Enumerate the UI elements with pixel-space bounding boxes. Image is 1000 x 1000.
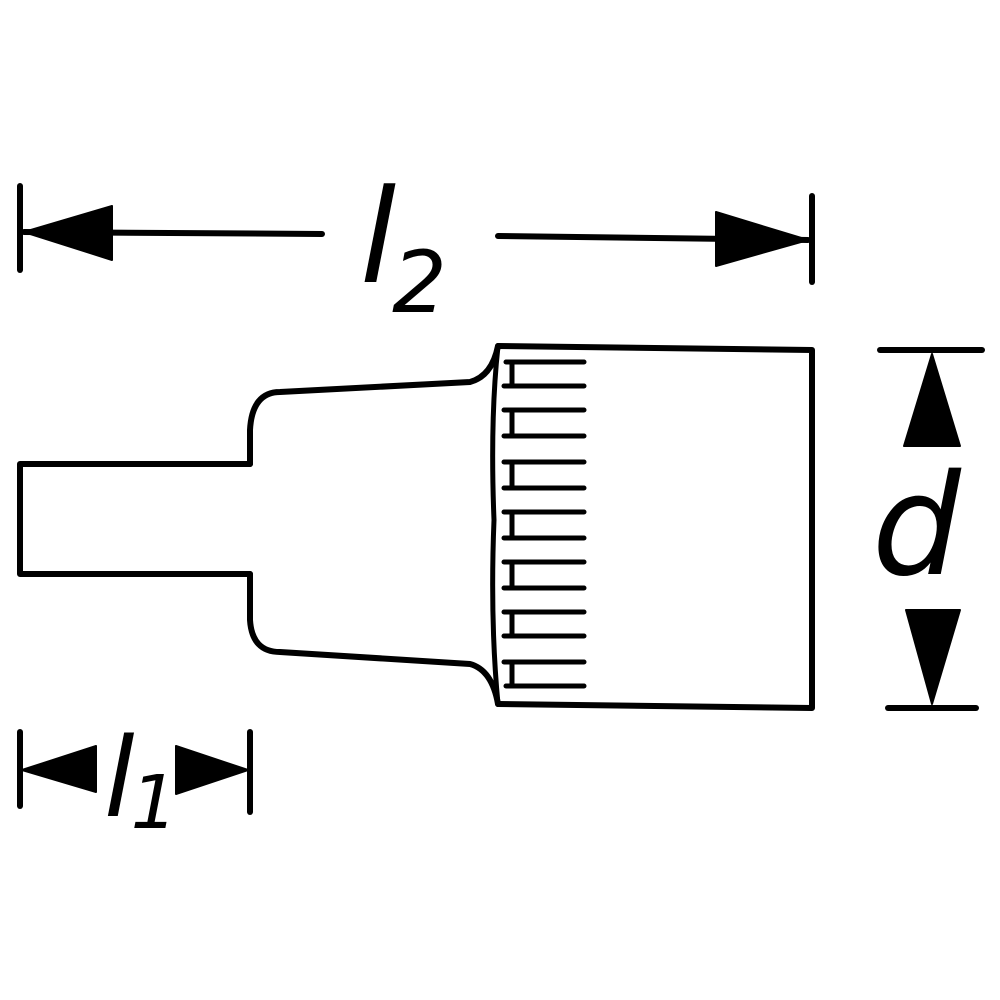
l2-symbol: l <box>360 161 396 313</box>
l1-left-arrowhead <box>21 745 97 793</box>
bit-shaft <box>17 461 253 577</box>
bit-collar <box>247 343 501 707</box>
d-bottom-arrowhead <box>905 609 961 705</box>
l1-right-arrowhead <box>175 745 249 795</box>
l2-label: l2 <box>360 161 447 333</box>
knurl-ridges <box>501 359 587 689</box>
diameter-dimension: d <box>872 347 985 711</box>
l1-label: l1 <box>104 714 178 846</box>
socket-head-outline <box>495 343 815 711</box>
l1-subscript: 1 <box>131 760 178 846</box>
l1-symbol: l <box>104 714 135 842</box>
l2-right-arrowhead <box>715 211 809 267</box>
bit-length-dimension: l1 <box>17 714 253 846</box>
d-label: d <box>872 445 962 608</box>
overall-length-dimension: l2 <box>17 161 815 333</box>
socket-bit-body <box>17 343 815 711</box>
l2-left-arrowhead <box>23 205 113 261</box>
d-top-arrowhead <box>903 353 961 447</box>
knurl-edge <box>490 343 501 707</box>
l2-subscript: 2 <box>392 233 447 333</box>
